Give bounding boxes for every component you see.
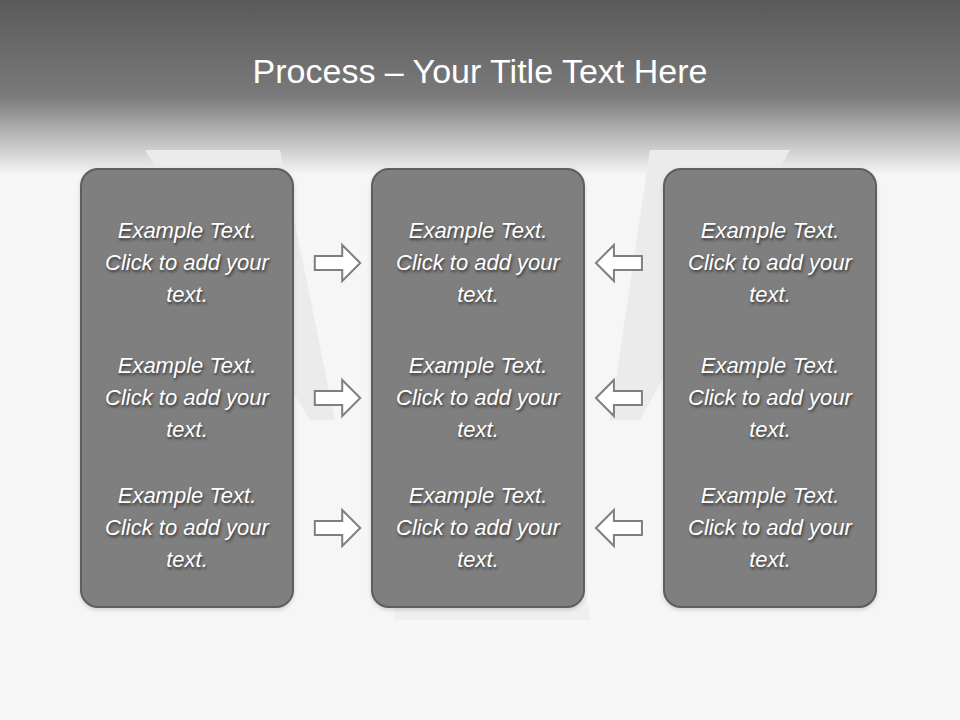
box-text: Example Text. Click to add your text.	[82, 215, 292, 311]
block-arrow	[315, 245, 360, 281]
process-box: Example Text. Click to add your text. Exa…	[663, 168, 877, 608]
header-band	[0, 0, 960, 175]
box-text: Example Text. Click to add your text.	[665, 480, 875, 576]
box-text: Example Text. Click to add your text.	[82, 350, 292, 446]
slide-title: Process – Your Title Text Here	[0, 52, 960, 91]
block-arrow	[596, 510, 642, 546]
box-text: Example Text. Click to add your text.	[665, 350, 875, 446]
box-text: Example Text. Click to add your text.	[665, 215, 875, 311]
process-box: Example Text. Click to add your text. Exa…	[371, 168, 585, 608]
block-arrow	[596, 380, 642, 416]
box-text: Example Text. Click to add your text.	[82, 480, 292, 576]
box-text: Example Text. Click to add your text.	[373, 480, 583, 576]
block-arrow	[315, 380, 360, 416]
process-box: Example Text. Click to add your text. Exa…	[80, 168, 294, 608]
block-arrow	[596, 245, 642, 281]
box-text: Example Text. Click to add your text.	[373, 350, 583, 446]
box-text: Example Text. Click to add your text.	[373, 215, 583, 311]
block-arrow	[315, 510, 360, 546]
